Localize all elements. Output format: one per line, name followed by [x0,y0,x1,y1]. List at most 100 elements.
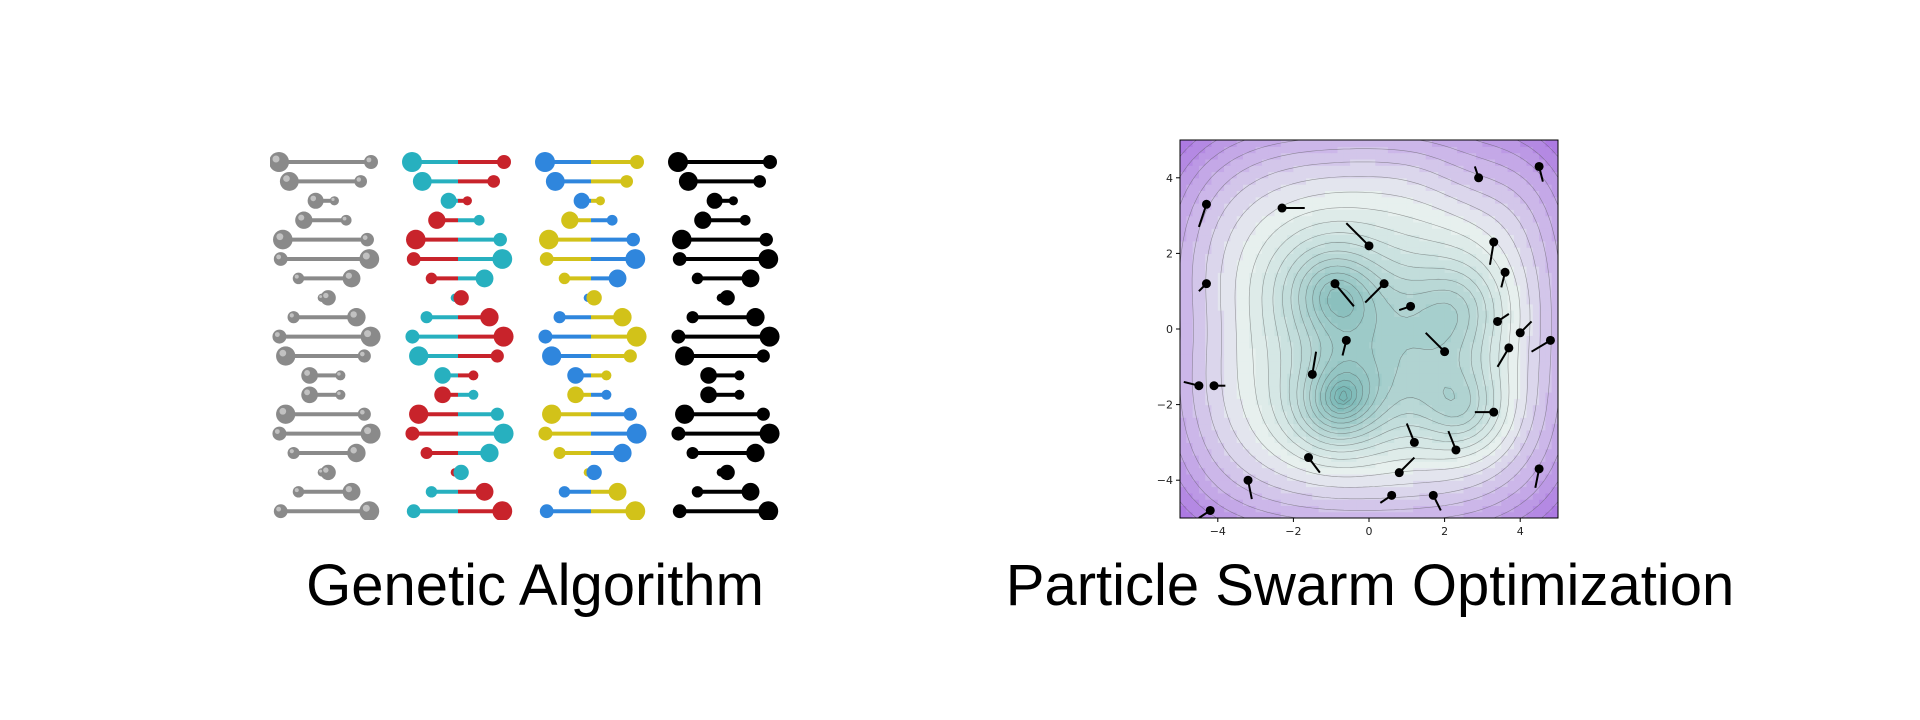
particle [1534,161,1544,171]
dna-node [535,152,555,172]
dna-node [675,346,695,366]
dna-rung [672,501,779,520]
genetic-algorithm-caption: Genetic Algorithm [306,553,764,618]
dna-rung [270,152,378,172]
particle [1500,267,1510,277]
dna-node [694,211,712,229]
particle [1194,381,1204,391]
dna-node [759,326,780,347]
particle [1394,468,1404,478]
particle [1205,505,1215,515]
particle [1406,301,1416,311]
dna-node [626,423,647,444]
dna-rung [538,326,647,347]
dna-node [753,175,767,188]
dna-node [475,269,494,288]
dna-node [307,192,324,209]
dna-rung [542,404,637,424]
dna-rung [428,211,485,229]
dna-node [497,155,511,169]
dna-node [273,504,288,519]
dna-rung [675,346,770,366]
particle-velocity [1345,222,1370,247]
dna-node [342,482,361,501]
dna-node [405,329,420,344]
particle [1243,475,1253,485]
dna-node [301,386,318,404]
dna-node [276,404,296,424]
dna-node [492,249,513,269]
dna-node [686,446,699,460]
dna-rung [583,290,602,306]
dna-node [756,407,770,421]
particle [1387,490,1397,500]
dna-node [434,386,451,404]
dna-rung [553,443,632,463]
y-tick-label: 0 [1166,323,1173,336]
dna-node [360,423,381,444]
dna-rung [539,249,646,269]
y-tick-label: 2 [1166,247,1173,260]
dna-node [276,346,296,366]
dna-node [279,171,299,191]
dna-node [493,326,514,347]
dna-rung [301,367,346,384]
particle [1201,279,1211,289]
dna-node [538,426,553,441]
dna-node [672,229,692,250]
dna-rung [405,423,514,444]
dna-node [270,152,289,172]
particle [1428,490,1438,500]
dna-node [586,464,602,481]
contour-field [1180,140,1558,518]
dna-rung [307,192,339,209]
dna-node [412,171,432,191]
dna-node [360,232,374,247]
dna-rung [450,464,469,481]
particle [1515,328,1525,338]
dna-node [672,504,687,519]
dna-node [595,196,605,206]
dna-rung [672,229,773,250]
dna-node [462,196,472,206]
dna-node [539,229,559,250]
x-tick-label: −2 [1285,525,1301,538]
dna-rung [539,501,646,520]
particle [1451,445,1461,455]
dna-rung [691,482,760,501]
dna-node [741,482,760,501]
x-tick-label: 0 [1366,525,1373,538]
dna-node [480,307,499,327]
genetic-algorithm-panel [270,140,810,520]
dna-node [320,464,336,481]
dna-node [420,446,433,460]
dna-node [758,501,779,520]
dna-node [335,370,346,381]
particle [1504,343,1514,353]
dna-rung [409,404,504,424]
dna-node [728,196,738,206]
dna-rung [406,249,513,269]
dna-node [357,349,371,363]
dna-node [601,389,612,400]
dna-node [357,407,371,421]
particle [1330,279,1340,289]
dna-node [671,426,686,441]
dna-node [613,443,632,463]
dna-node [623,407,637,421]
dna-rung [675,404,770,424]
dna-node [272,426,287,441]
dna-node [706,192,723,209]
dna-rung [567,367,612,384]
dna-node [273,229,293,250]
dna-rung [716,290,735,306]
dna-node [561,211,579,229]
dna-rung [558,482,627,501]
x-tick-label: 2 [1441,525,1448,538]
dna-rung [573,192,605,209]
dna-rung [553,307,632,327]
particle [1209,381,1219,391]
particle [1341,335,1351,345]
dna-rung [412,171,501,191]
